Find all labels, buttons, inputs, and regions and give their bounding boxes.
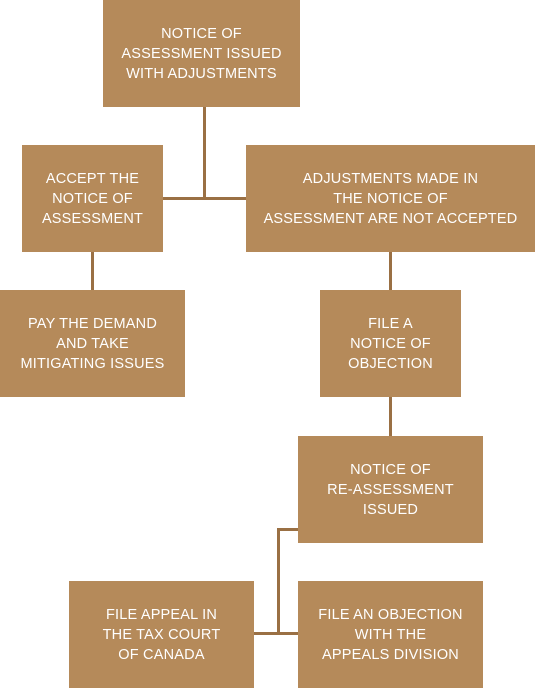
connector-accept-horizontal: [163, 197, 206, 200]
connector-objection-to-reassessment: [389, 397, 392, 436]
connector-accept-to-pay: [91, 252, 94, 290]
connector-to-tax-court: [254, 632, 280, 635]
node-file-appeal-tax-court: FILE APPEAL IN THE TAX COURT OF CANADA: [69, 581, 254, 688]
node-file-notice-of-objection: FILE A NOTICE OF OBJECTION: [320, 290, 461, 397]
node-accept-assessment: ACCEPT THE NOTICE OF ASSESSMENT: [22, 145, 163, 252]
connector-branch-vertical: [277, 528, 280, 634]
node-pay-demand: PAY THE DEMAND AND TAKE MITIGATING ISSUE…: [0, 290, 185, 397]
node-objection-appeals-division: FILE AN OBJECTION WITH THE APPEALS DIVIS…: [298, 581, 483, 688]
connector-reassessment-horizontal: [277, 528, 298, 531]
connector-not-accepted-horizontal: [203, 197, 246, 200]
connector-not-accepted-to-objection: [389, 252, 392, 290]
node-notice-of-assessment: NOTICE OF ASSESSMENT ISSUED WITH ADJUSTM…: [103, 0, 300, 107]
node-notice-of-reassessment: NOTICE OF RE-ASSESSMENT ISSUED: [298, 436, 483, 543]
connector-top-vertical: [203, 107, 206, 199]
connector-to-appeals-division: [277, 632, 298, 635]
node-adjustments-not-accepted: ADJUSTMENTS MADE IN THE NOTICE OF ASSESS…: [246, 145, 535, 252]
